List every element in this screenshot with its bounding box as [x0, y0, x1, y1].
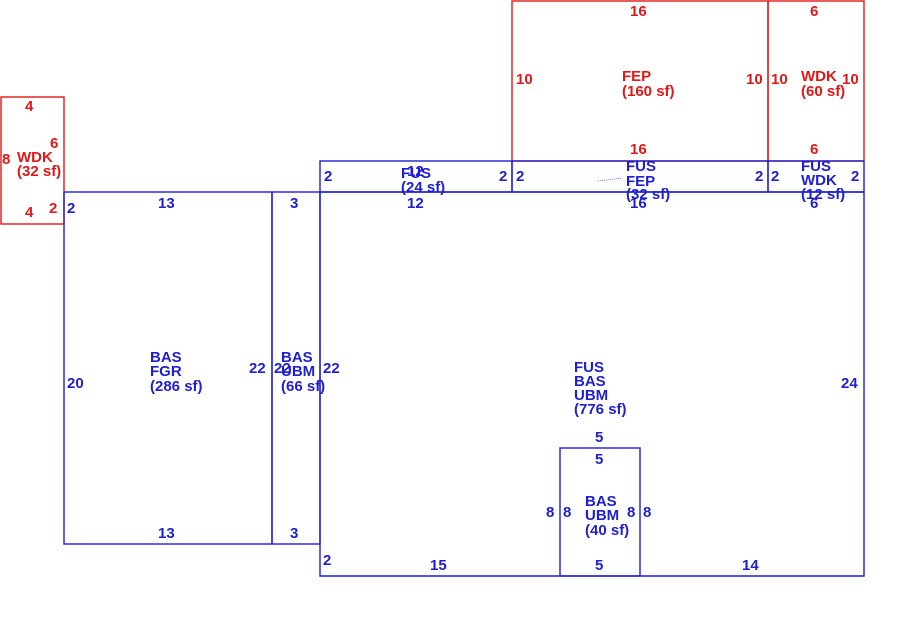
dim-ubm-right-in: 8 — [627, 504, 635, 521]
fgr-code2: FGR — [150, 363, 182, 380]
dim-fus-fep-left: 2 — [516, 168, 524, 185]
dim-wdk-left-bottom: 4 — [25, 204, 34, 221]
fus-wdk-code2: WDK — [801, 172, 837, 189]
fep-code: FEP — [622, 68, 651, 85]
fus-strip-area: 2 2 12 12 FUS (24 sf) — [319, 160, 513, 212]
dim-wdk-top-bottom: 6 — [810, 141, 818, 158]
main-size: (776 sf) — [574, 401, 627, 418]
fus-fep-code2: FEP — [626, 173, 655, 190]
fus-fep-code1: FUS — [626, 158, 656, 175]
ubm-small-area: 5 5 8 8 8 8 5 BAS UBM (40 sf) — [546, 429, 651, 577]
dim-fus-wdk-bottom: 6 — [810, 195, 818, 212]
wdk-left-size: (32 sf) — [17, 163, 61, 180]
dim-fus-strip-right: 2 — [499, 168, 507, 185]
wdk-top-area: 6 10 10 6 WDK (60 sf) — [767, 0, 865, 162]
dim-main-bottom-left: 15 — [430, 557, 447, 574]
fus-strip-code: FUS — [401, 165, 431, 182]
dim-main-left-bottom: 2 — [323, 552, 331, 569]
ubm-small-size: (40 sf) — [585, 522, 629, 539]
dim-fgr-right: 22 — [249, 360, 266, 377]
dim-fus-wdk-right: 2 — [851, 168, 859, 185]
dim-fus-strip-top: 12 — [407, 163, 424, 180]
dim-ubm-top-out: 5 — [595, 429, 603, 446]
fus-fep-size: (32 sf) — [626, 186, 670, 203]
dim-main-bottom-right: 14 — [742, 557, 759, 574]
dim-ubm-top-in: 5 — [595, 451, 603, 468]
dim-strip-right: 22 — [323, 360, 340, 377]
dim-fep-right: 10 — [746, 71, 763, 88]
dim-wdk-top-right: 10 — [842, 71, 859, 88]
dim-wdk-left-right2: 2 — [49, 200, 57, 217]
dim-fep-bottom: 16 — [630, 141, 647, 158]
ubm-small-code1: BAS — [585, 493, 617, 510]
dim-fus-fep-bottom: 16 — [630, 195, 647, 212]
fep-size: (160 sf) — [622, 83, 675, 100]
dim-wdk-left-left: 8 — [2, 151, 10, 168]
fus-wdk-code1: FUS — [801, 158, 831, 175]
dim-fgr-left: 20 — [67, 375, 84, 392]
leader-line — [597, 177, 623, 182]
fus-wdk-area: 2 2 6 FUS WDK (12 sf) — [767, 158, 865, 212]
dim-fgr-topleft: 2 — [67, 200, 75, 217]
dim-fgr-top: 13 — [158, 195, 175, 212]
ubm-strip-code1: BAS — [281, 349, 313, 366]
ubm-strip-size: (66 sf) — [281, 378, 325, 395]
dim-fgr-bottom: 13 — [158, 525, 175, 542]
dim-fep-left: 10 — [516, 71, 533, 88]
main-code3: UBM — [574, 387, 608, 404]
fus-wdk-size: (12 sf) — [801, 186, 845, 203]
dim-main-right: 24 — [841, 375, 858, 392]
ubm-strip-area: 3 3 22 22 BAS UBM (66 sf) — [271, 191, 340, 545]
dim-strip-bottom: 3 — [290, 525, 298, 542]
wdk-left-area: 4 8 6 4 2 WDK (32 sf) — [0, 96, 65, 225]
dim-strip-top: 3 — [290, 195, 298, 212]
wdk-top-size: (60 sf) — [801, 83, 845, 100]
dim-ubm-right-out: 8 — [643, 504, 651, 521]
fus-fep-area: 2 2 16 FUS FEP (32 sf) — [511, 158, 769, 212]
main-area: 24 2 15 14 FUS BAS UBM (776 sf) — [319, 191, 865, 577]
dim-ubm-bottom: 5 — [595, 557, 603, 574]
dim-wdk-left-top: 4 — [25, 98, 34, 115]
dim-wdk-top-left: 10 — [771, 71, 788, 88]
wdk-top-code: WDK — [801, 68, 837, 85]
ubm-strip-code2: UBM — [281, 363, 315, 380]
main-code1: FUS — [574, 359, 604, 376]
fus-wdk-outline — [767, 160, 865, 193]
dim-fus-strip-left: 2 — [324, 168, 332, 185]
wdk-left-code: WDK — [17, 149, 53, 166]
wdk-left-outline — [0, 96, 65, 225]
fgr-area: 13 13 20 22 2 BAS FGR (286 sf) — [63, 191, 273, 545]
fus-strip-size: (24 sf) — [401, 179, 445, 196]
dim-wdk-top-top: 6 — [810, 3, 818, 20]
fep-area: 16 10 10 16 FEP (160 sf) — [511, 0, 769, 162]
dim-strip-left: 22 — [274, 360, 291, 377]
dim-fus-strip-bottom: 12 — [407, 195, 424, 212]
fgr-size: (286 sf) — [150, 378, 203, 395]
main-code2: BAS — [574, 373, 606, 390]
ubm-small-code2: UBM — [585, 507, 619, 524]
ubm-small-outline — [559, 447, 641, 577]
dim-ubm-left-in: 8 — [563, 504, 571, 521]
dim-fus-fep-right: 2 — [755, 168, 763, 185]
dim-fep-top: 16 — [630, 3, 647, 20]
dim-wdk-left-right: 6 — [50, 135, 58, 152]
dim-fus-wdk-left: 2 — [771, 168, 779, 185]
fgr-code1: BAS — [150, 349, 182, 366]
dim-ubm-left-out: 8 — [546, 504, 554, 521]
